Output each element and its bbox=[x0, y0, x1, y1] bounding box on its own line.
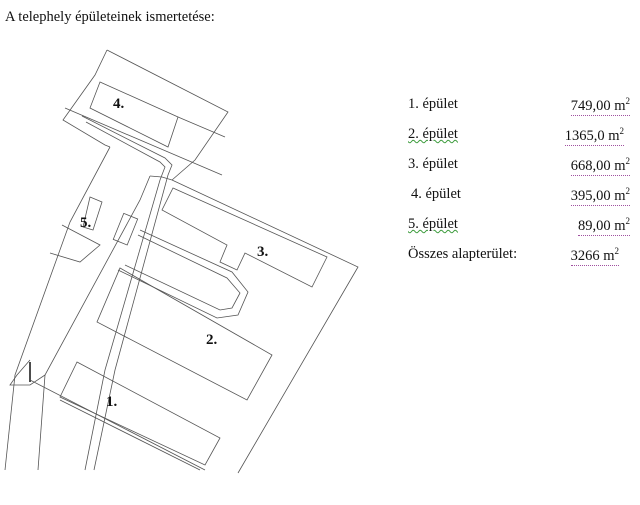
building-1-outline bbox=[59, 361, 221, 466]
total-label: Összes alapterület: bbox=[408, 246, 518, 262]
unit: m bbox=[614, 187, 626, 204]
building-2-outline bbox=[96, 267, 273, 401]
building-4-outline bbox=[89, 81, 226, 148]
unit-exponent: 2 bbox=[625, 96, 631, 106]
building-area: 395,00 bbox=[570, 187, 611, 204]
building-area: 1365,0 bbox=[564, 127, 605, 144]
building-name: 4. épület bbox=[411, 186, 461, 202]
unit-exponent: 2 bbox=[625, 216, 631, 226]
building-row: 1. épület 749,00 m2 bbox=[408, 96, 630, 116]
parcel-outline bbox=[62, 49, 359, 474]
unit: m bbox=[608, 127, 620, 144]
plan-label-building-1: 1. bbox=[106, 394, 118, 410]
unit-exponent: 2 bbox=[619, 126, 625, 136]
building-row: 5. épület 89,00 m2 bbox=[408, 216, 630, 236]
building-row: 4. épület 395,00 m2 bbox=[408, 186, 630, 206]
building-area: 668,00 bbox=[570, 157, 611, 174]
total-row: Összes alapterület: 3266 m2 bbox=[408, 246, 630, 266]
road-lines bbox=[4, 115, 206, 471]
unit: m bbox=[614, 97, 626, 114]
building-area: 89,00 bbox=[577, 217, 611, 234]
site-plan-drawing: 4. 5. 3. 2. 1. bbox=[0, 40, 380, 500]
page-title: A telephely épületeinek ismertetése: bbox=[5, 9, 215, 25]
plan-label-building-3: 3. bbox=[257, 244, 269, 260]
unit-exponent: 2 bbox=[625, 186, 631, 196]
unit: m bbox=[614, 217, 626, 234]
unit: m bbox=[603, 247, 615, 264]
building-name: 2. épület bbox=[408, 126, 458, 142]
plan-label-building-2: 2. bbox=[206, 332, 218, 348]
building-row: 3. épület 668,00 m2 bbox=[408, 156, 630, 176]
unit-exponent: 2 bbox=[614, 246, 620, 256]
plan-label-building-5: 5. bbox=[80, 215, 92, 231]
site-plan-svg bbox=[4, 49, 359, 474]
building-name: 5. épület bbox=[408, 216, 458, 232]
building-3-outline bbox=[112, 187, 328, 288]
unit-exponent: 2 bbox=[625, 156, 631, 166]
building-name: 1. épület bbox=[408, 96, 458, 112]
total-area: 3266 bbox=[570, 247, 600, 264]
plan-label-building-4: 4. bbox=[113, 96, 125, 112]
building-name: 3. épület bbox=[408, 156, 458, 172]
loop-road bbox=[117, 229, 249, 319]
building-area: 749,00 bbox=[570, 97, 611, 114]
building-5-outline bbox=[49, 196, 103, 263]
building-row: 2. épület 1365,0 m2 bbox=[408, 126, 630, 146]
unit: m bbox=[614, 157, 626, 174]
